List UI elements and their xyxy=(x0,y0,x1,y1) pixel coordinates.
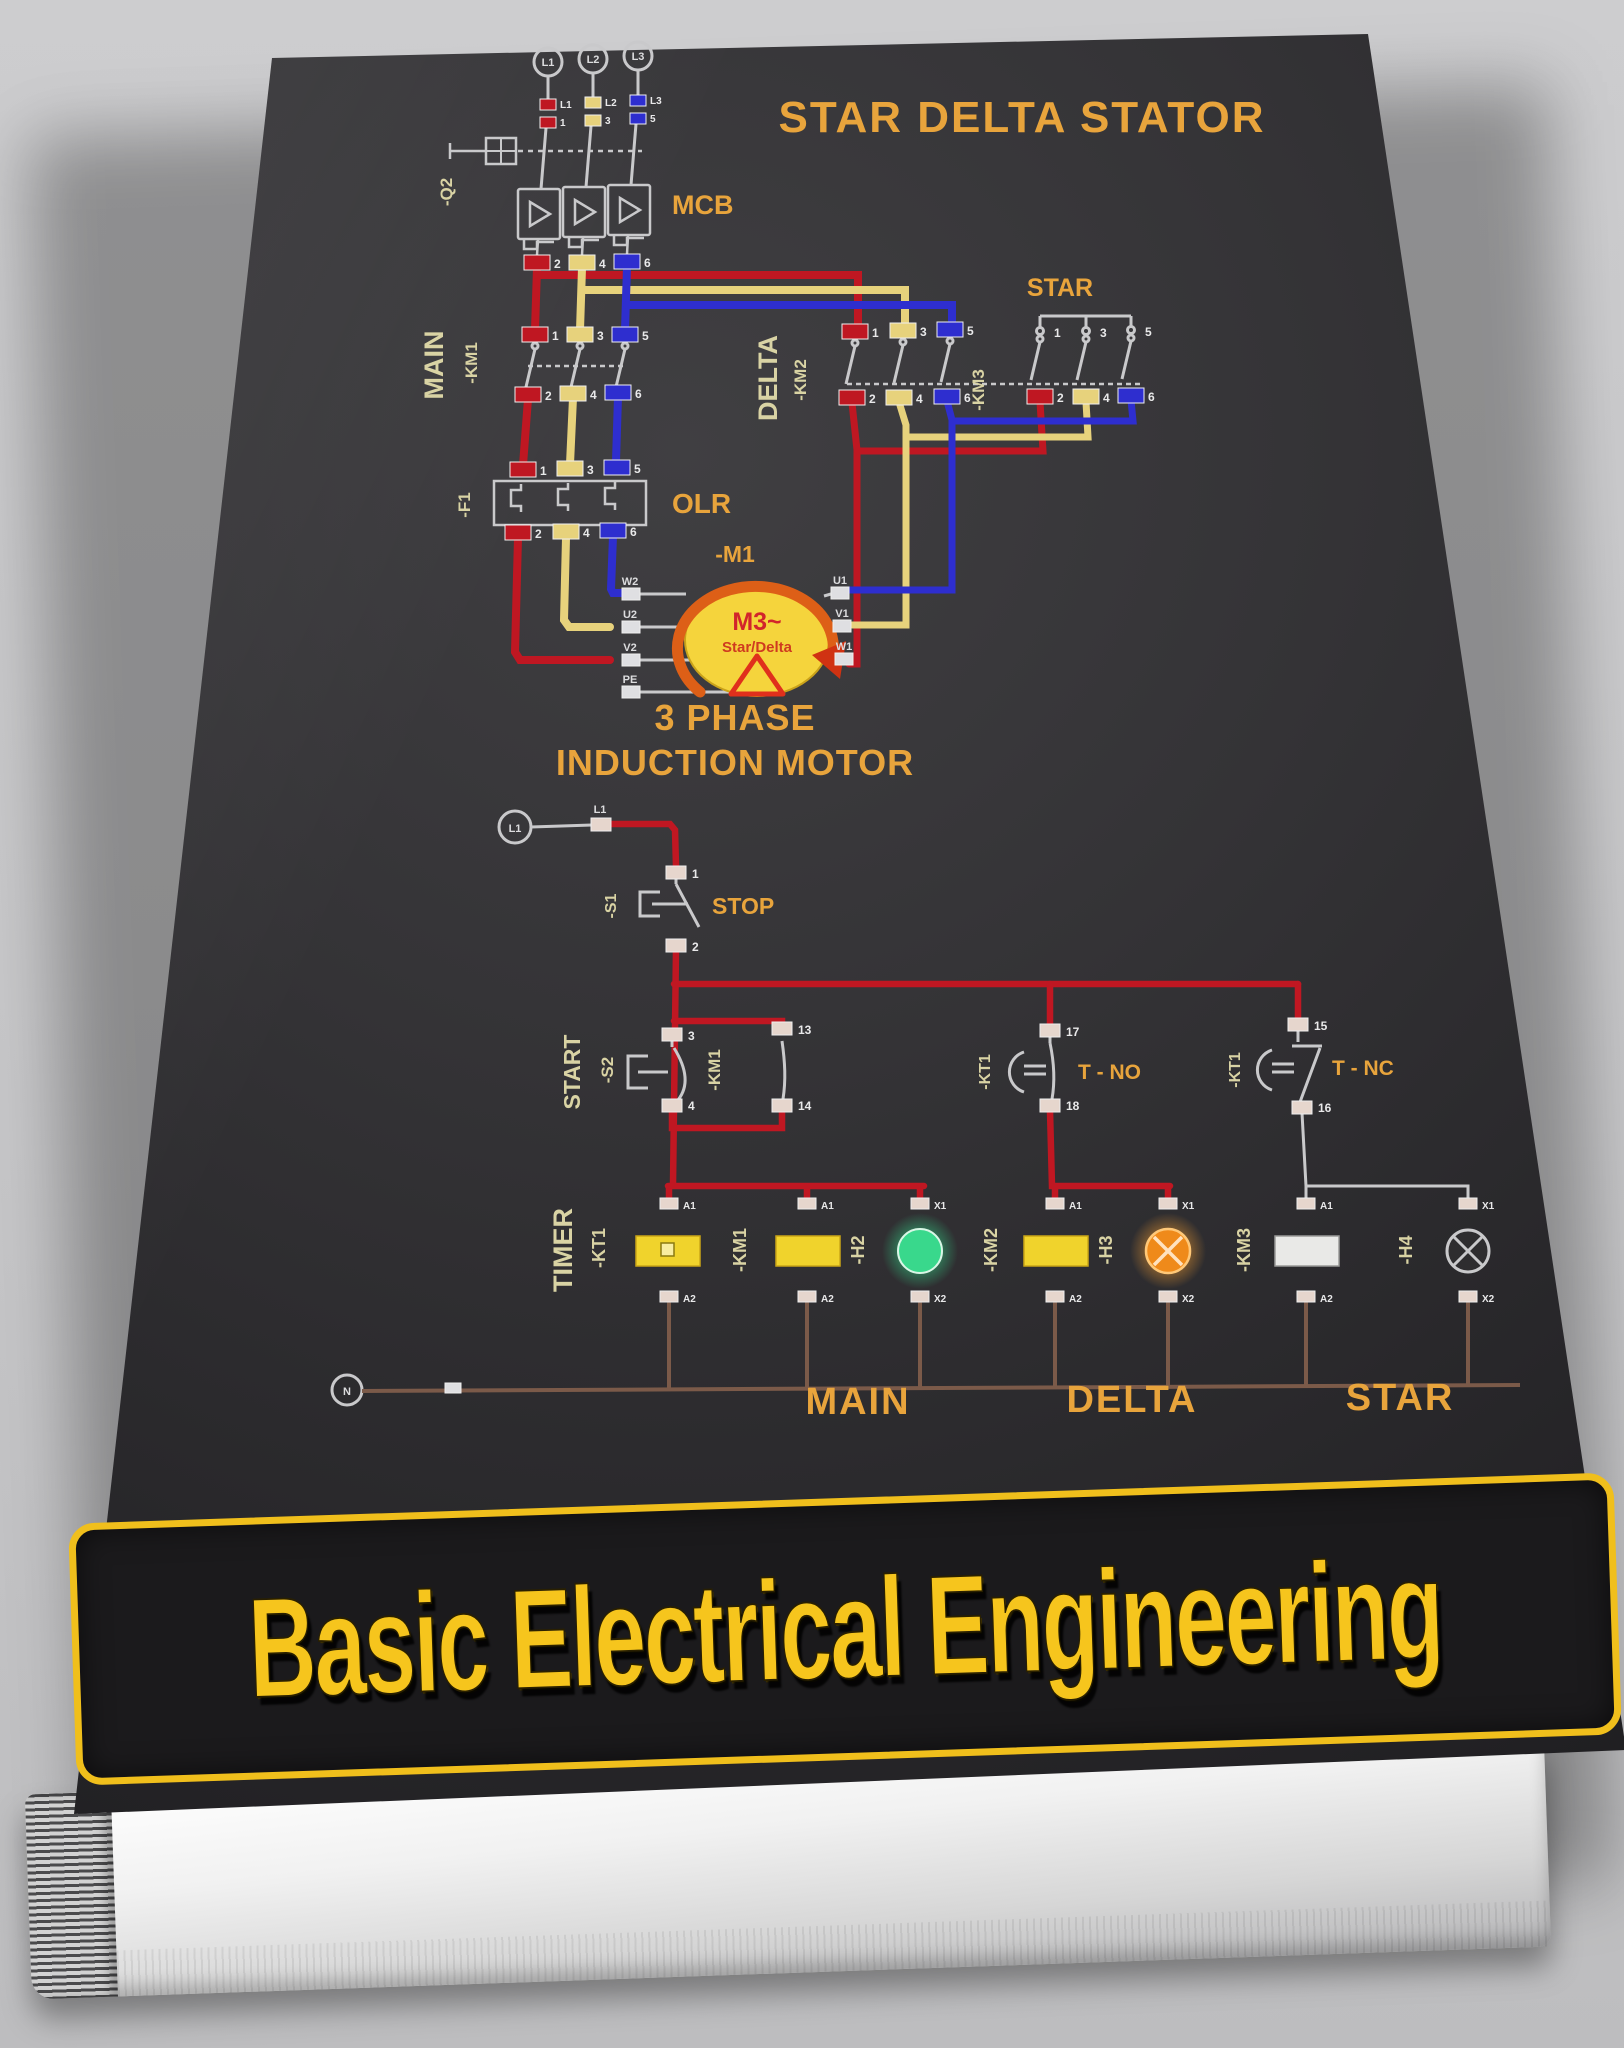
banner-title: Basic Electrical Engineering xyxy=(245,1529,1444,1728)
page-fore-edge xyxy=(116,1900,1552,1997)
page-edges xyxy=(24,1791,118,2000)
banner: Basic Electrical Engineering xyxy=(68,1472,1622,1786)
